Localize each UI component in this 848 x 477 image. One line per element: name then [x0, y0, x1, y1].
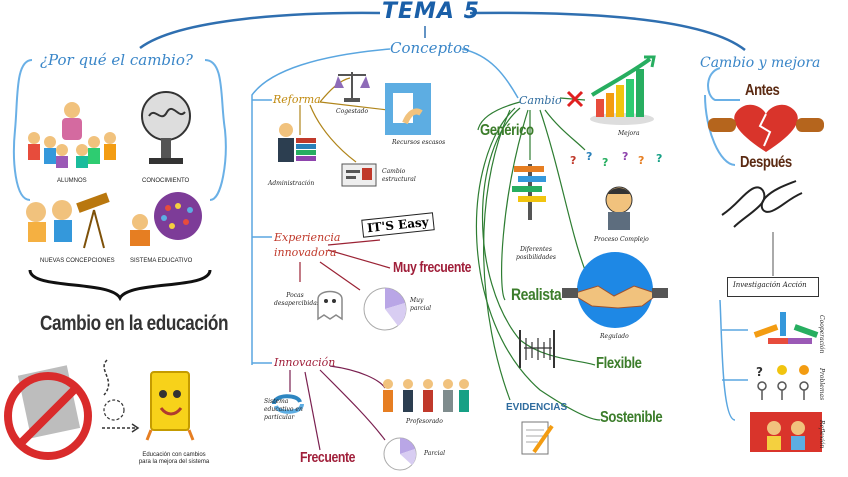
- teachers-label: Profesorado: [406, 418, 443, 425]
- complex-process-label: Proceso Complejo: [594, 236, 649, 243]
- knowledge-tree-icon: [141, 91, 191, 164]
- very-partial-pie-icon: [363, 287, 407, 331]
- cooperation-label: Cooperación: [818, 315, 825, 354]
- administration-label: Administración: [268, 180, 315, 187]
- education-change-headline: Cambio en la educación: [40, 312, 229, 335]
- reforma-node: Reforma: [273, 93, 321, 106]
- scales-icon: [334, 72, 370, 102]
- particular-system-label: Sistema educativo en particular: [264, 398, 303, 421]
- map-title: TEMA 5: [382, 0, 480, 24]
- no-old-book-icon: [4, 365, 92, 460]
- flexible-chart-icon: [519, 330, 555, 368]
- after-label: Después: [740, 154, 792, 171]
- svg-text:?: ?: [638, 154, 644, 167]
- improvement-label: Mejora: [618, 130, 640, 137]
- innovative-experience-node: Experiencia innovadora: [274, 231, 341, 260]
- very-partial-label: Muy parcial: [410, 297, 432, 313]
- cross-icon: [566, 90, 584, 108]
- partial-pie-icon: [383, 437, 417, 471]
- sustainable-label: Sostenible: [600, 409, 663, 426]
- document-pen-icon: [521, 421, 554, 455]
- frequent-label: Frecuente: [300, 449, 356, 466]
- signpost-icon: [512, 164, 546, 220]
- reflection-label: Reflexión: [818, 420, 825, 449]
- happy-book-icon: [145, 371, 195, 441]
- why-change-node: ¿Por qué el cambio?: [40, 51, 193, 69]
- complex-process-icon: ??? ???: [570, 150, 662, 230]
- scarce-resources-label: Recursos escasos: [392, 139, 446, 146]
- possibilities-label: Diferentes posibilidades: [516, 246, 556, 262]
- students-illustration: [28, 102, 116, 168]
- handshake-icon: [562, 252, 668, 328]
- partial-label: Parcial: [424, 450, 445, 457]
- cooperation-hands-icon: [753, 312, 819, 344]
- problems-icon: ?: [756, 365, 809, 400]
- label-new-conceptions: NUEVAS CONCEPCIONES: [40, 258, 115, 264]
- telescope-kids-illustration: [26, 192, 110, 249]
- svg-text:?: ?: [602, 156, 608, 169]
- change-node: Cambio: [519, 94, 562, 107]
- unnoticed-label: Pocas desapercibidas: [274, 292, 320, 308]
- structural-change-label: Cambio estructural: [382, 168, 416, 184]
- innovation-node: Innovación: [274, 356, 336, 369]
- svg-text:?: ?: [622, 150, 628, 163]
- ghost-icon: [317, 290, 343, 321]
- reflection-icon: [750, 412, 822, 452]
- cogestado-label: Cogestado: [336, 108, 369, 115]
- scarce-resources-icon: [385, 83, 431, 135]
- very-frequent-label: Muy frecuente: [393, 259, 472, 276]
- label-education-system: SISTEMA EDUCATIVO: [130, 258, 193, 264]
- concepts-node: Conceptos: [390, 39, 470, 57]
- improvement-chart-icon: [590, 55, 656, 125]
- education-caption: Educación con cambios para la mejora del…: [138, 452, 210, 465]
- generic-label: Genérico: [480, 122, 534, 139]
- before-label: Antes: [745, 82, 780, 99]
- education-system-illustration: [130, 192, 202, 246]
- research-action-label: Investigación Acción: [733, 281, 807, 289]
- evidence-label: EVIDENCIAS: [506, 402, 568, 413]
- cycle-arrows-icon: [272, 394, 304, 414]
- svg-text:?: ?: [656, 152, 662, 165]
- administration-icon: [278, 123, 316, 162]
- regulated-label: Regulado: [600, 333, 629, 340]
- svg-text:?: ?: [756, 365, 763, 379]
- teachers-illustration: [383, 379, 469, 412]
- research-action-box: [727, 277, 819, 297]
- flexible-label: Flexible: [596, 355, 642, 372]
- transition-arrow-icon: [102, 359, 140, 433]
- label-students: ALUMNOS: [57, 178, 87, 184]
- problems-label: Problemas: [818, 368, 825, 401]
- structural-change-icon: [341, 163, 377, 187]
- realistic-label: Realista: [511, 285, 562, 304]
- change-improvement-node: Cambio y mejora: [700, 55, 821, 71]
- label-knowledge: CONOCIMIENTO: [142, 178, 190, 184]
- svg-text:?: ?: [586, 150, 592, 163]
- broken-heart-icon: [708, 104, 824, 152]
- svg-text:?: ?: [570, 154, 576, 167]
- hands-heart-icon: [721, 180, 803, 228]
